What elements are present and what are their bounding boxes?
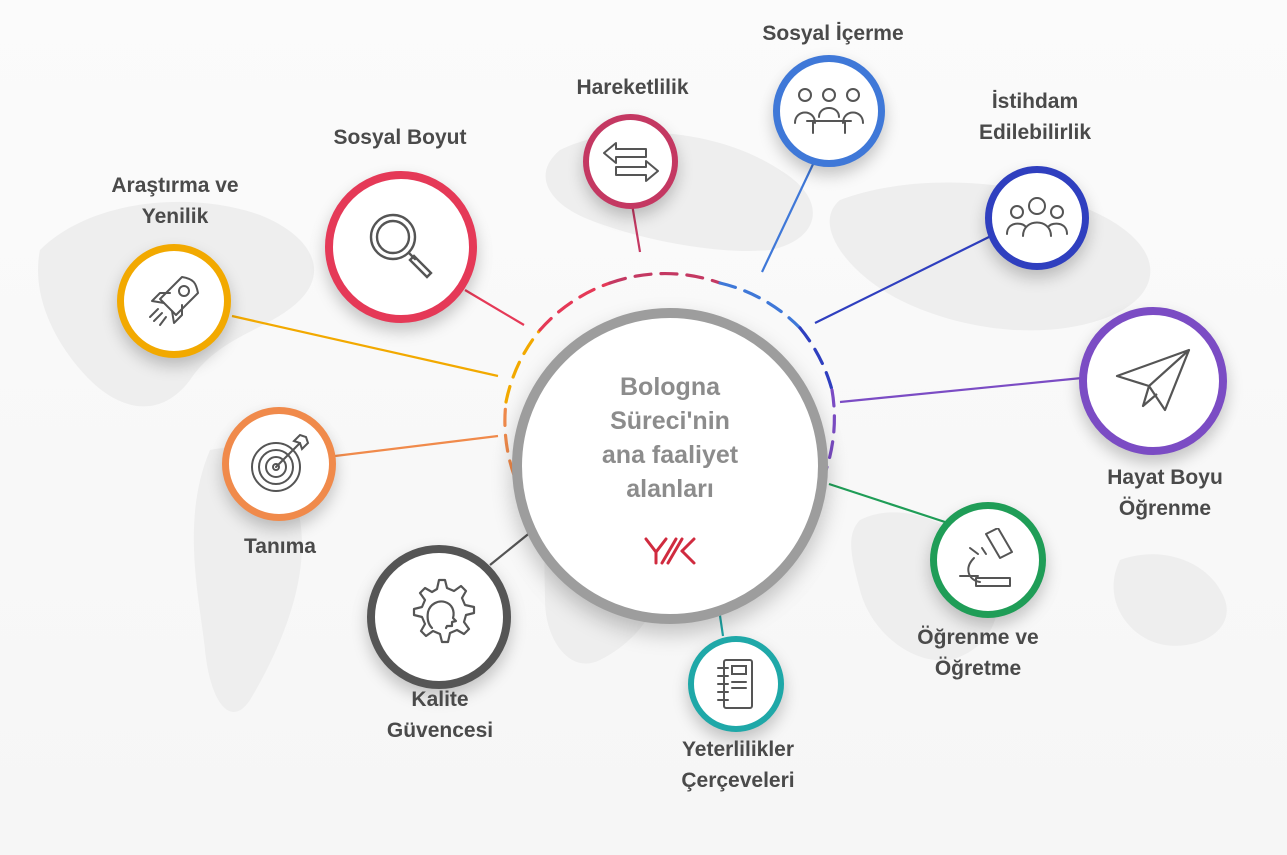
node-hayat-boyu-ogrenme xyxy=(1079,307,1227,455)
label-tanima: Tanıma xyxy=(244,535,316,558)
yok-logo xyxy=(642,536,698,569)
label-hayat-boyu-ogrenme: Hayat Boyu Öğrenme xyxy=(1107,466,1223,520)
node-sosyal-icerme xyxy=(773,55,885,167)
spoke-tanima xyxy=(334,434,499,458)
node-sosyal-boyut xyxy=(325,171,477,323)
notebook-icon xyxy=(717,659,753,709)
label-arastirma-ve-yenilik: Araştırma ve Yenilik xyxy=(111,174,239,228)
spoke-ogrenme xyxy=(828,482,946,524)
gear-head-icon xyxy=(412,578,476,644)
spoke-sosyal-icerme xyxy=(761,159,816,273)
spoke-hareketlilik xyxy=(630,203,642,253)
people-group-icon xyxy=(1006,197,1068,237)
node-hareketlilik xyxy=(583,114,678,209)
microscope-icon xyxy=(959,528,1013,587)
node-kalite-guvencesi xyxy=(367,545,511,689)
meeting-icon xyxy=(794,88,864,134)
paper-plane-icon xyxy=(1115,348,1191,412)
label-yeterlilikler-cerceveleri: Yeterlilikler Çerçeveleri xyxy=(681,738,795,792)
hub-title: Bologna Süreci'nin ana faaliyet alanları xyxy=(601,372,739,503)
node-arastirma-ve-yenilik xyxy=(117,244,231,358)
exchange-arrows-icon xyxy=(602,141,659,182)
rocket-icon xyxy=(149,276,199,326)
yok-logo-icon xyxy=(644,537,696,564)
label-ogrenme-ve-ogretme: Öğrenme ve Öğretme xyxy=(917,626,1039,680)
hub-circle: Bologna Süreci'nin ana faaliyet alanları xyxy=(512,308,828,624)
spoke-istihdam xyxy=(814,234,994,324)
spoke-hayat-boyu xyxy=(839,376,1083,404)
node-ogrenme-ve-ogretme xyxy=(930,502,1046,618)
magnifier-icon xyxy=(369,213,433,279)
spoke-sosyal-boyut xyxy=(464,289,525,326)
spoke-arastirma xyxy=(231,314,499,378)
target-icon xyxy=(251,433,310,492)
label-sosyal-boyut: Sosyal Boyut xyxy=(333,126,467,149)
label-istihdam-edilebilirlik: İstihdam Edilebilirlik xyxy=(978,90,1092,144)
node-tanima xyxy=(222,407,336,521)
label-hareketlilik: Hareketlilik xyxy=(576,76,689,99)
label-kalite-guvencesi: Kalite Güvencesi xyxy=(386,688,494,742)
node-yeterlilikler-cerceveleri xyxy=(688,636,784,732)
node-istihdam-edilebilirlik xyxy=(985,166,1089,270)
label-sosyal-icerme: Sosyal İçerme xyxy=(762,22,904,45)
